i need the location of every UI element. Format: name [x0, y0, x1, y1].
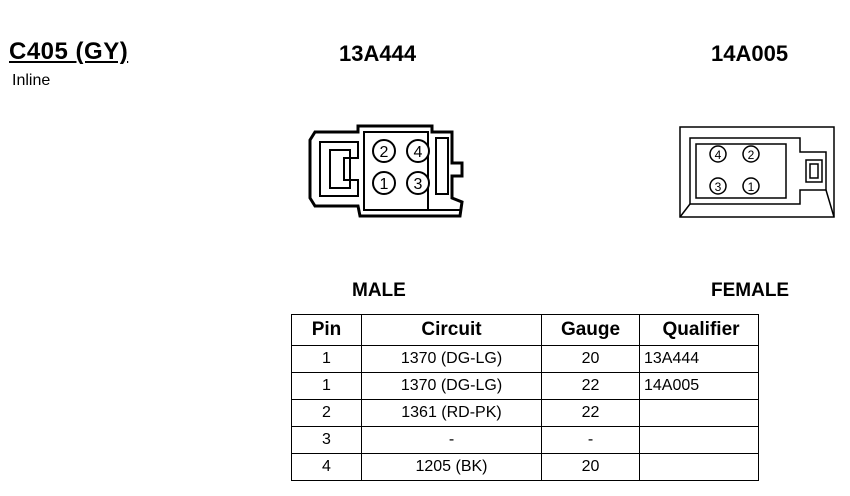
cell-gauge: 20: [541, 345, 640, 373]
cell-qualifier: [639, 453, 759, 481]
cell-qualifier: 13A444: [639, 345, 759, 373]
table-row: 1 1370 (DG-LG) 22 14A005: [291, 372, 759, 400]
svg-text:2: 2: [380, 144, 389, 161]
table-row: 3 - -: [291, 426, 759, 454]
connector-type: Inline: [12, 72, 51, 89]
svg-text:4: 4: [414, 144, 423, 161]
female-pin-4: 4: [709, 145, 727, 163]
cell-gauge: 22: [541, 399, 640, 427]
cell-qualifier: [639, 399, 759, 427]
table-row: 4 1205 (BK) 20: [291, 453, 759, 481]
svg-text:3: 3: [414, 176, 423, 193]
female-part-number: 14A005: [711, 41, 789, 66]
svg-text:1: 1: [380, 176, 389, 193]
cell-circuit: 1370 (DG-LG): [361, 372, 542, 400]
table-header-row: Pin Circuit Gauge Qualifier: [291, 314, 759, 346]
pin-table: Pin Circuit Gauge Qualifier 1 1370 (DG-L…: [291, 314, 759, 481]
table-row: 2 1361 (RD-PK) 22: [291, 399, 759, 427]
header-gauge: Gauge: [541, 314, 640, 346]
male-label: MALE: [352, 280, 406, 301]
male-pin-4: 4: [406, 139, 430, 163]
cell-circuit: 1370 (DG-LG): [361, 345, 542, 373]
svg-text:3: 3: [715, 180, 722, 194]
cell-qualifier: 14A005: [639, 372, 759, 400]
connector-title: C405 (GY): [9, 38, 129, 65]
svg-text:1: 1: [748, 180, 755, 194]
table-row: 1 1370 (DG-LG) 20 13A444: [291, 345, 759, 373]
header-circuit: Circuit: [361, 314, 542, 346]
cell-gauge: 22: [541, 372, 640, 400]
cell-pin: 1: [291, 345, 362, 373]
cell-pin: 4: [291, 453, 362, 481]
cell-pin: 3: [291, 426, 362, 454]
female-pin-2: 2: [742, 145, 760, 163]
female-connector-diagram: 4 2 3 1: [679, 126, 835, 218]
svg-text:2: 2: [748, 148, 755, 162]
cell-pin: 1: [291, 372, 362, 400]
female-label: FEMALE: [711, 280, 790, 301]
female-pin-3: 3: [709, 177, 727, 195]
female-pin-1: 1: [742, 177, 760, 195]
header-pin: Pin: [291, 314, 362, 346]
male-connector-diagram: 2 4 1 3: [308, 124, 464, 218]
header-qualifier: Qualifier: [639, 314, 759, 346]
male-pin-1: 1: [372, 171, 396, 195]
male-pin-2: 2: [372, 139, 396, 163]
svg-text:4: 4: [715, 148, 722, 162]
cell-pin: 2: [291, 399, 362, 427]
cell-qualifier: [639, 426, 759, 454]
cell-gauge: -: [541, 426, 640, 454]
cell-circuit: -: [361, 426, 542, 454]
cell-circuit: 1205 (BK): [361, 453, 542, 481]
male-pin-3: 3: [406, 171, 430, 195]
male-part-number: 13A444: [339, 41, 417, 66]
cell-circuit: 1361 (RD-PK): [361, 399, 542, 427]
cell-gauge: 20: [541, 453, 640, 481]
